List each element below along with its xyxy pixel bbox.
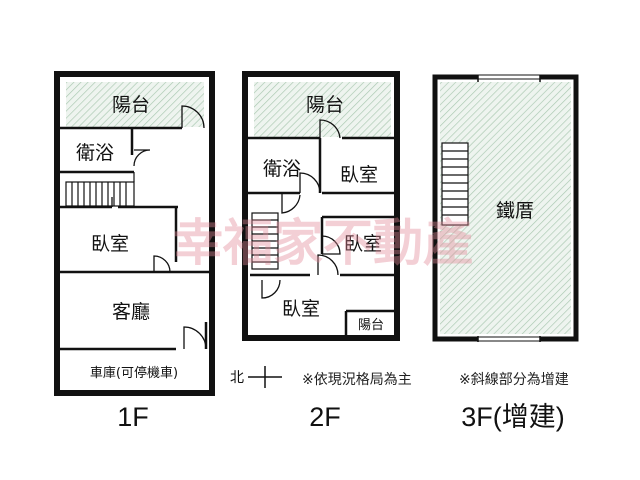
1f-balcony-label: 陽台 <box>112 94 150 116</box>
2f-bedroom-label-2: 臥室 <box>344 233 382 255</box>
1f-bath-label: 衛浴 <box>76 142 114 164</box>
note-addition: ※斜線部分為增建 <box>459 372 569 388</box>
1f-bedroom-label: 臥室 <box>91 233 129 255</box>
north-label: 北 <box>230 370 244 386</box>
1f-staircase <box>65 172 135 207</box>
2f-balcony-hatch <box>254 82 391 137</box>
3f-roof-label: 鐵厝 <box>496 200 534 222</box>
1f-outer-wall <box>54 71 215 396</box>
floor-label-3f: 3F(增建) <box>461 402 565 432</box>
watermark-text: 幸福家不動產 <box>173 214 473 272</box>
2f-bath-label: 衛浴 <box>263 158 301 180</box>
floor-label-2f: 2F <box>309 402 341 432</box>
floor-label-1f: 1F <box>117 402 149 432</box>
floor-1f-plan: 陽台 衛浴 臥室 客廳 車庫(可停機車) <box>54 71 215 396</box>
2f-bedroom-label-1: 臥室 <box>340 164 378 186</box>
2f-balcony-label: 陽台 <box>306 94 344 116</box>
1f-living-room-label: 客廳 <box>112 301 150 323</box>
1f-balcony-hatch <box>66 82 204 127</box>
north-arrow-icon <box>248 366 282 388</box>
floor-2f-plan: 陽台 衛浴 臥室 臥室 臥室 陽台 <box>242 71 400 341</box>
floor-3f-plan: 鐵厝 <box>432 74 579 342</box>
2f-outer-wall <box>242 71 400 341</box>
2f-bedroom-label-3: 臥室 <box>282 298 320 320</box>
3f-staircase <box>441 142 469 226</box>
2f-small-balcony-label: 陽台 <box>358 318 384 333</box>
2f-staircase <box>251 212 279 270</box>
1f-garage-label: 車庫(可停機車) <box>90 365 178 381</box>
note-layout: ※依現況格局為主 <box>302 372 412 388</box>
